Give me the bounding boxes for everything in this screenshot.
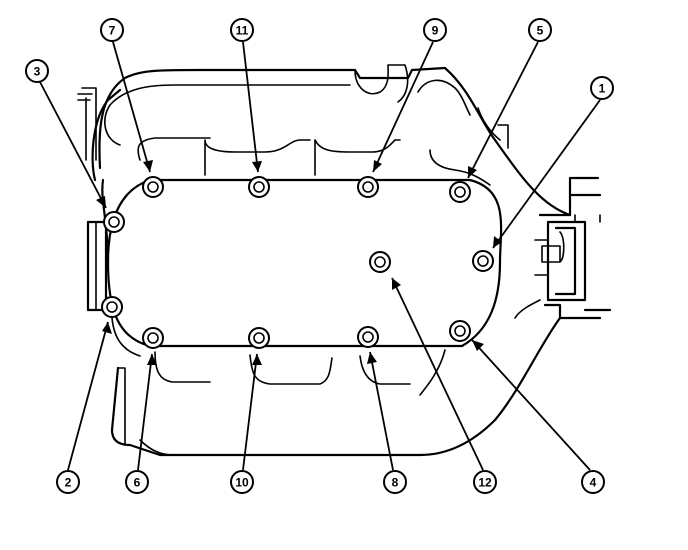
plenum-body — [101, 178, 503, 357]
leader-4 — [471, 339, 591, 471]
leader-10 — [242, 353, 258, 471]
bolt-9 — [357, 176, 379, 198]
callout-10: 10 — [230, 470, 254, 494]
callout-12-label: 12 — [478, 476, 492, 490]
leader-12 — [391, 277, 484, 471]
bolt-12 — [369, 251, 391, 273]
callout-2: 2 — [56, 470, 80, 494]
bolt-4 — [449, 320, 471, 342]
callout-9-label: 9 — [432, 24, 439, 38]
upper-runner-housing — [77, 64, 572, 217]
bolt-11 — [248, 176, 270, 198]
bolt-3 — [103, 211, 125, 233]
arrowhead-1 — [493, 236, 502, 248]
callout-7-label: 7 — [109, 24, 116, 38]
bolt-2 — [101, 296, 123, 318]
callouts: 1 2 3 4 5 6 7 8 — [25, 18, 614, 494]
callout-11: 11 — [230, 18, 254, 42]
arrowhead-11 — [252, 161, 262, 172]
bolt-5 — [449, 181, 471, 203]
callout-4: 4 — [581, 470, 605, 494]
leader-9 — [372, 41, 434, 173]
arrowhead-6 — [147, 354, 157, 365]
left-flange — [86, 220, 108, 312]
callout-9: 9 — [423, 18, 447, 42]
callout-11-label: 11 — [236, 24, 249, 38]
bolt-7 — [142, 176, 164, 198]
callout-5-label: 5 — [537, 24, 544, 38]
bolt-1 — [472, 250, 494, 272]
leader-6 — [137, 353, 153, 471]
arrowhead-12 — [392, 278, 401, 290]
leader-lines — [39, 41, 601, 471]
leader-7 — [112, 41, 151, 173]
arrowhead-10 — [252, 354, 262, 365]
leader-1 — [492, 99, 601, 249]
bolts — [101, 176, 494, 349]
callout-7: 7 — [100, 18, 124, 42]
leader-2 — [67, 321, 109, 471]
callout-4-label: 4 — [590, 476, 597, 490]
arrowhead-3 — [96, 196, 106, 208]
arrowhead-9 — [373, 160, 382, 172]
callout-1: 1 — [590, 76, 614, 100]
arrowhead-8 — [367, 352, 377, 364]
bolt-10 — [248, 327, 270, 349]
callout-8: 8 — [383, 470, 407, 494]
leader-8 — [369, 351, 394, 471]
callout-5: 5 — [528, 18, 552, 42]
lower-runner-housing — [110, 316, 562, 457]
bolt-6 — [142, 327, 164, 349]
callout-6: 6 — [125, 470, 149, 494]
callout-10-label: 10 — [235, 476, 249, 490]
arrowhead-2 — [102, 322, 112, 334]
bolt-8 — [357, 326, 379, 348]
callout-1-label: 1 — [599, 82, 606, 96]
callout-3: 3 — [25, 59, 49, 83]
arrowhead-7 — [143, 160, 153, 172]
callout-12: 12 — [473, 470, 497, 494]
arrowhead-5 — [468, 166, 477, 178]
leader-5 — [467, 41, 539, 179]
callout-3-label: 3 — [34, 65, 41, 79]
callout-6-label: 6 — [134, 476, 141, 490]
leader-3 — [39, 81, 107, 209]
throttle-body — [514, 176, 612, 320]
callout-8-label: 8 — [392, 476, 399, 490]
callout-2-label: 2 — [65, 476, 72, 490]
arrowhead-4 — [472, 340, 484, 351]
leader-11 — [242, 41, 259, 173]
